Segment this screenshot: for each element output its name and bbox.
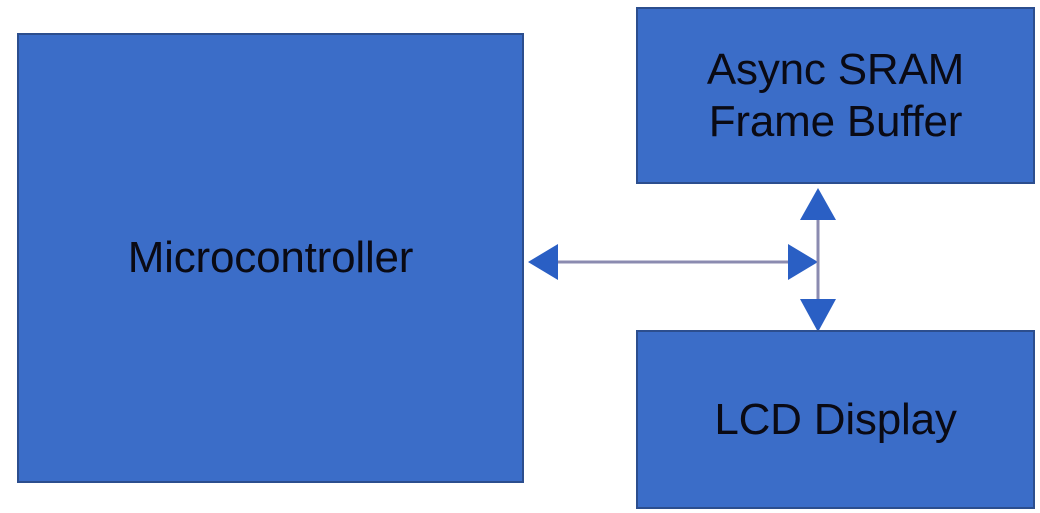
node-microcontroller-label: Microcontroller [127,233,414,283]
arrowhead-left-icon [528,244,558,280]
arrowhead-right-icon [788,244,818,280]
node-lcd-display[interactable]: LCD Display [636,330,1035,509]
arrowhead-up-icon [800,188,836,220]
arrowhead-down-icon [800,299,836,332]
connector-microcontroller-bus[interactable] [528,244,818,280]
node-async-sram-frame-buffer-label: Async SRAM Frame Buffer [706,44,965,146]
node-microcontroller[interactable]: Microcontroller [17,33,524,483]
node-async-sram-frame-buffer[interactable]: Async SRAM Frame Buffer [636,7,1035,184]
connector-sram-lcd[interactable] [800,188,836,332]
node-lcd-display-label: LCD Display [714,394,957,444]
